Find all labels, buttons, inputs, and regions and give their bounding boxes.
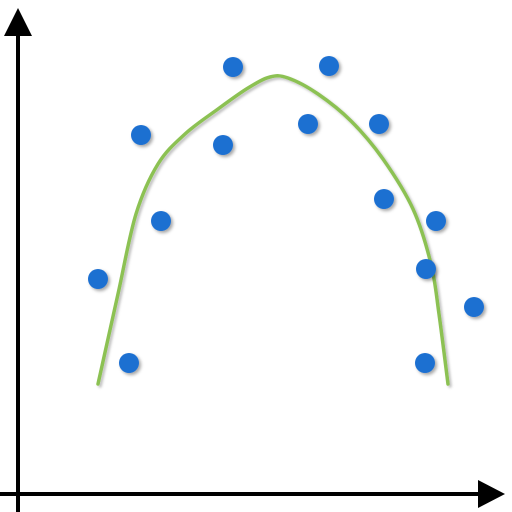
data-point <box>416 259 436 279</box>
data-point <box>213 135 233 155</box>
data-point <box>131 125 151 145</box>
data-point <box>415 353 435 373</box>
data-point <box>369 114 389 134</box>
data-point <box>88 269 108 289</box>
data-point <box>464 297 484 317</box>
fitted-curve-layer <box>96 74 450 386</box>
data-point <box>119 353 139 373</box>
data-point <box>374 189 394 209</box>
data-point <box>151 211 171 231</box>
x-axis-arrow-icon <box>478 480 505 508</box>
data-point <box>223 57 243 77</box>
fitted-curve-line <box>96 74 450 386</box>
y-axis-arrow-icon <box>4 8 32 36</box>
data-points-layer <box>88 56 484 373</box>
data-point <box>426 211 446 231</box>
axes <box>0 8 505 512</box>
data-point <box>319 56 339 76</box>
data-point <box>298 114 318 134</box>
